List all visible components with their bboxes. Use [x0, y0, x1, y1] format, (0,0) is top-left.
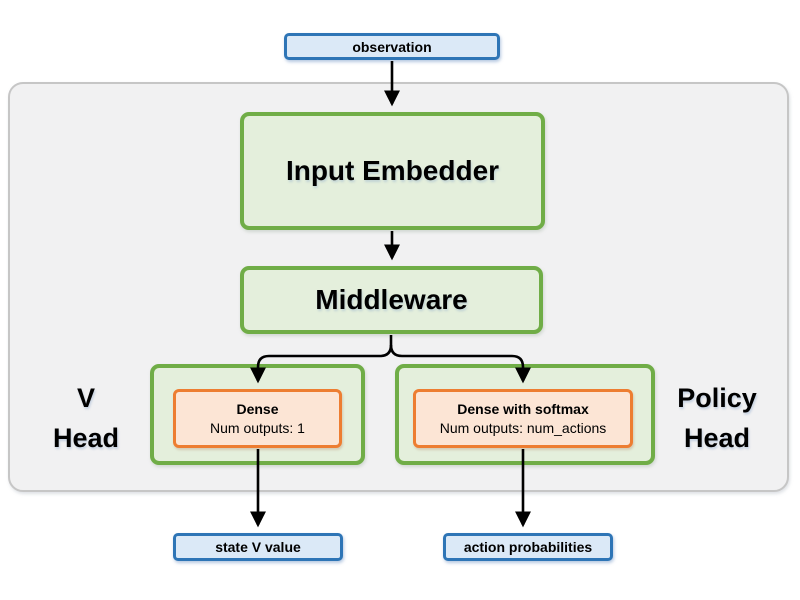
policy-head-label-line1: Policy	[677, 383, 757, 413]
middleware-node: Middleware	[240, 266, 543, 334]
action-probabilities-node: action probabilities	[443, 533, 613, 561]
v-head-dense-node: Dense Num outputs: 1	[173, 389, 342, 448]
v-head-dense-title: Dense	[236, 400, 279, 417]
policy-head-dense-subtitle: Num outputs: num_actions	[439, 419, 607, 436]
v-head-label-line2: Head	[52, 423, 120, 453]
input-embedder-label: Input Embedder	[285, 155, 500, 186]
v-head-dense-subtitle: Num outputs: 1	[210, 419, 305, 436]
observation-node: observation	[284, 33, 500, 60]
state-v-value-node: state V value	[173, 533, 343, 561]
policy-head-dense-title: Dense with softmax	[457, 400, 589, 417]
v-head-label-line1: V	[76, 383, 95, 413]
middleware-label: Middleware	[315, 284, 468, 315]
v-head-label: V Head	[26, 378, 146, 460]
policy-head-label: Policy Head	[657, 378, 777, 460]
action-probabilities-label: action probabilities	[463, 539, 593, 555]
policy-head-label-line2: Head	[683, 423, 751, 453]
policy-head-dense-node: Dense with softmax Num outputs: num_acti…	[413, 389, 633, 448]
observation-label: observation	[352, 38, 432, 55]
input-embedder-node: Input Embedder	[240, 112, 545, 230]
state-v-value-label: state V value	[215, 539, 301, 555]
